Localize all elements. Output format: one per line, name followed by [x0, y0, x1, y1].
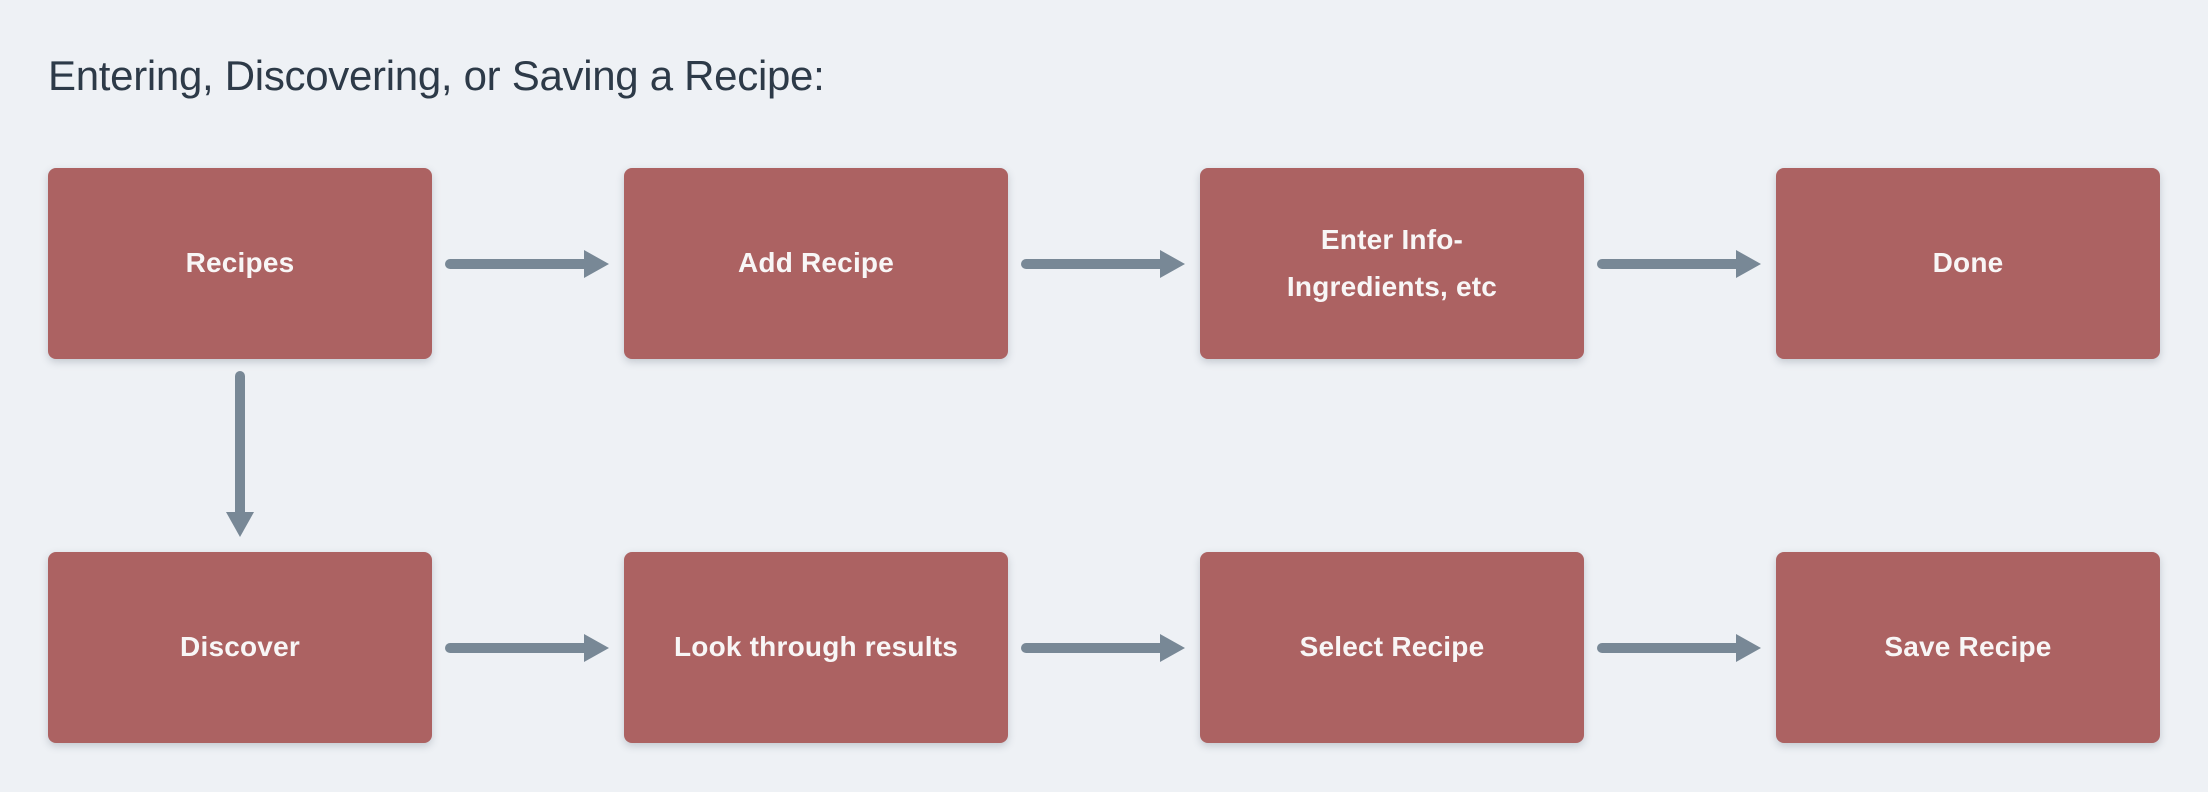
arrow-add-recipe-to-enter-info-icon — [1021, 250, 1185, 278]
node-look-through-results-label: Look through results — [674, 631, 958, 663]
node-recipes: Recipes — [48, 168, 432, 359]
node-select-recipe: Select Recipe — [1200, 552, 1584, 743]
node-recipes-label: Recipes — [185, 247, 295, 279]
node-discover: Discover — [48, 552, 432, 743]
diagram-title: Entering, Discovering, or Saving a Recip… — [48, 52, 825, 99]
node-save-recipe-label: Save Recipe — [1884, 631, 2052, 663]
node-enter-info-label: Enter Info- Ingredients, etc — [1286, 224, 1498, 302]
node-done: Done — [1776, 168, 2160, 359]
node-look-through-results: Look through results — [624, 552, 1008, 743]
node-add-recipe-label: Add Recipe — [737, 247, 895, 279]
node-enter-info: Enter Info- Ingredients, etc — [1200, 168, 1584, 359]
arrow-enter-info-to-done-icon — [1597, 250, 1761, 278]
node-add-recipe: Add Recipe — [624, 168, 1008, 359]
node-done-label: Done — [1932, 247, 2004, 279]
node-discover-label: Discover — [180, 631, 300, 663]
node-select-recipe-label: Select Recipe — [1299, 631, 1485, 663]
arrow-look-through-results-to-select-recipe-icon — [1021, 634, 1185, 662]
node-save-recipe: Save Recipe — [1776, 552, 2160, 743]
arrow-discover-to-look-through-results-icon — [445, 634, 609, 662]
arrow-recipes-to-discover-icon — [226, 371, 254, 537]
arrow-recipes-to-add-recipe-icon — [445, 250, 609, 278]
arrow-select-recipe-to-save-recipe-icon — [1597, 634, 1761, 662]
